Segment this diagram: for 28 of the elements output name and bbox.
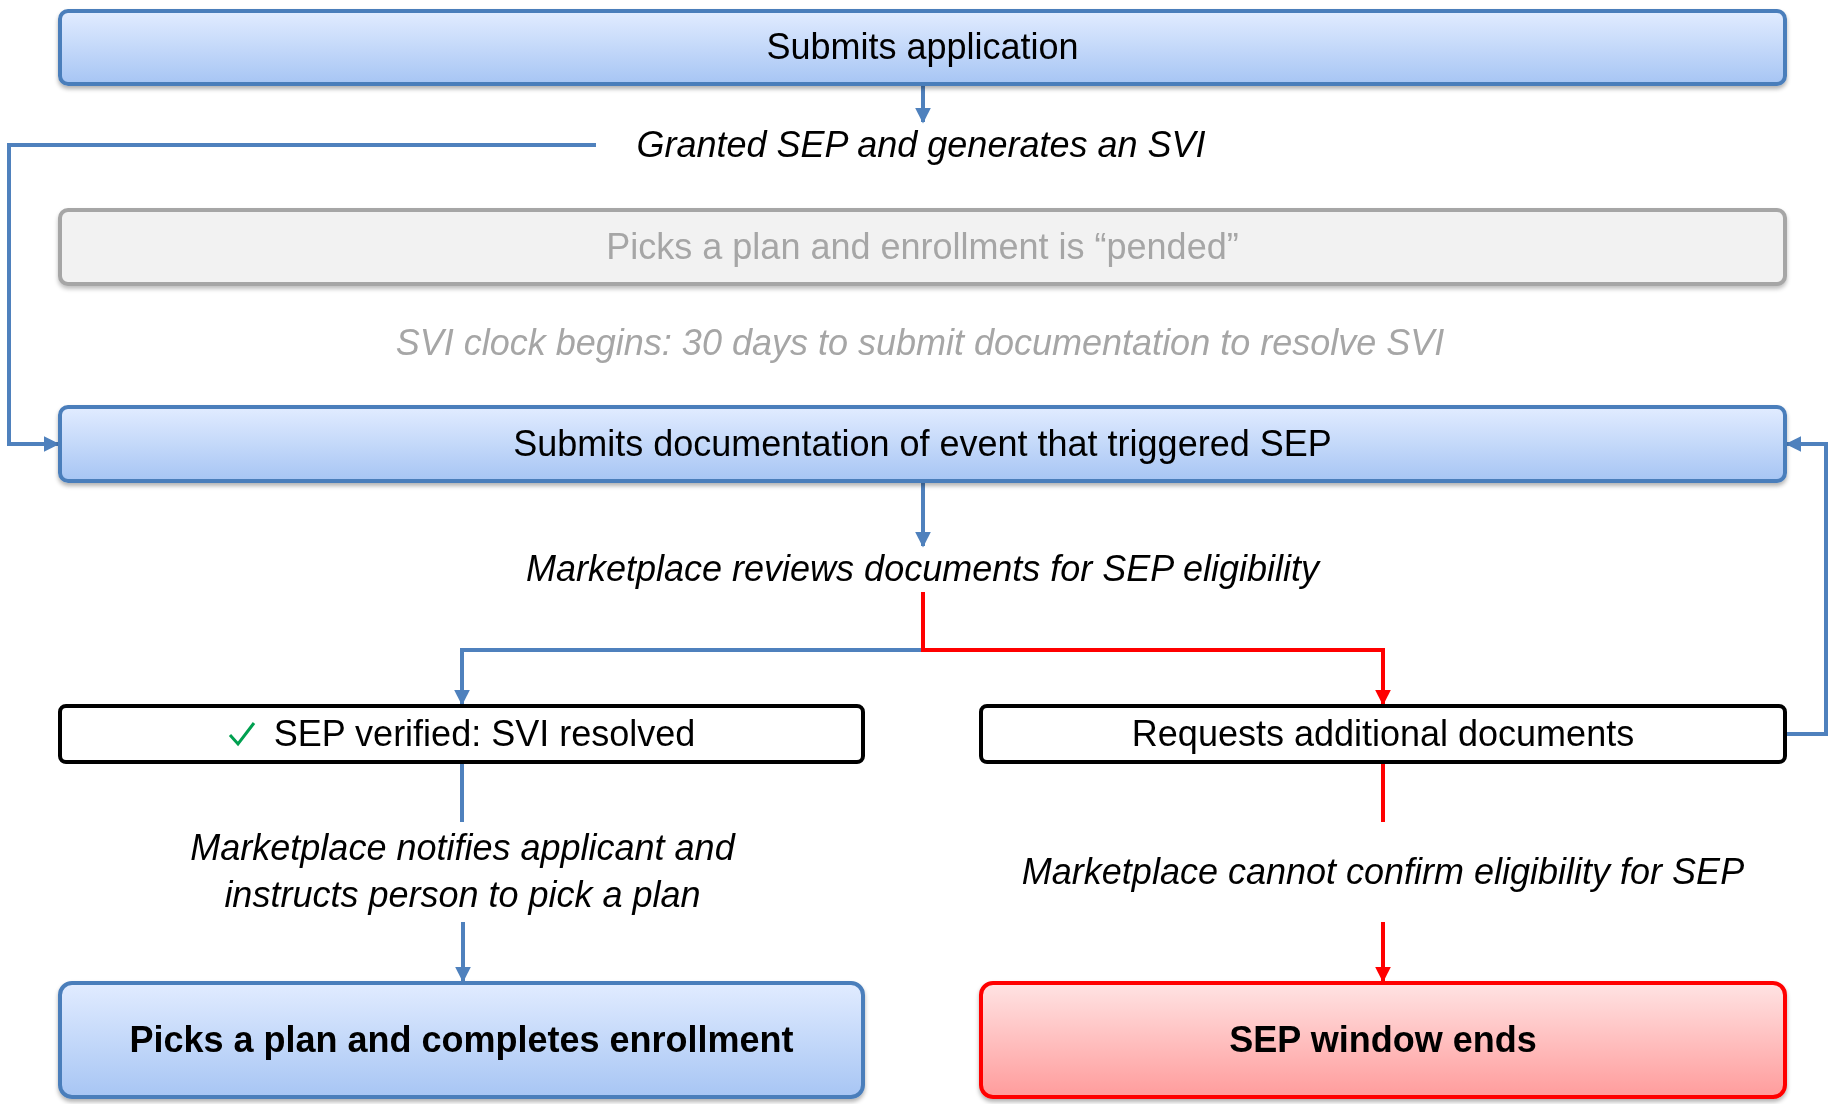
step-text: SVI clock begins: 30 days to submit documentation to resolve SVI <box>395 320 1445 365</box>
box-label: Requests additional documents <box>1131 711 1635 756</box>
connector-line <box>460 764 464 822</box>
arrow <box>915 483 931 548</box>
arrow <box>1375 922 1391 983</box>
box-label: Submits application <box>766 25 1079 70</box>
arrow <box>7 143 596 452</box>
step-text: Marketplace cannot confirm eligibility for SEP <box>1021 849 1745 894</box>
arrow <box>1785 436 1828 736</box>
box-label: Submits documentation of event that triggered SEP <box>513 421 1332 466</box>
process-box <box>58 981 865 1099</box>
box-label: Picks a plan and completes enrollment <box>129 1017 794 1062</box>
arrow <box>455 922 471 983</box>
connector-line <box>1381 764 1385 822</box>
box-label: Picks a plan and enrollment is “pended” <box>606 224 1239 269</box>
process-box <box>58 704 865 764</box>
box-label: SEP verified: SVI resolved <box>273 711 696 756</box>
process-box <box>58 405 1787 483</box>
step-text: Marketplace reviews documents for SEP eligibility <box>526 546 1319 591</box>
process-box <box>58 208 1787 286</box>
step-text: Marketplace notifies applicant and instructs person to pick a plan <box>189 826 737 917</box>
arrow <box>915 86 931 124</box>
box-label: SEP window ends <box>1229 1017 1537 1062</box>
process-box <box>58 9 1787 86</box>
process-box <box>979 981 1787 1099</box>
step-text: Granted SEP and generates an SVI <box>636 122 1206 167</box>
arrow <box>921 592 1391 706</box>
process-box <box>979 704 1787 764</box>
